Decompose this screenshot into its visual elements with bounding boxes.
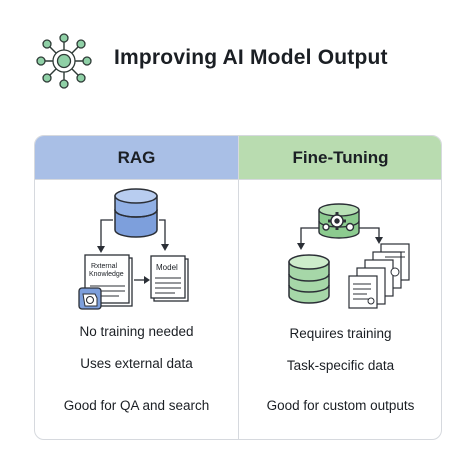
rag-heading: RAG: [35, 136, 238, 180]
fine-tuning-heading: Fine-Tuning: [239, 136, 441, 180]
flow-arrows: [100, 219, 166, 250]
model-label: Model: [156, 263, 178, 272]
database-icon: [114, 188, 158, 238]
page-title: Improving AI Model Output: [114, 46, 388, 69]
search-doc-icon: [78, 287, 102, 310]
fine-tuning-illustration: [288, 203, 410, 309]
rag-feature-1: No training needed: [79, 324, 194, 339]
fine-tuning-column: Fine-Tuning: [238, 136, 441, 439]
external-knowledge-label: Rxternal: [91, 263, 118, 270]
rag-illustration: Rxternal Knowledge Model: [78, 188, 189, 310]
neural-network-icon: [36, 33, 92, 89]
training-database-icon: [288, 254, 330, 304]
model-gear-icon: [318, 203, 360, 239]
header: Improving AI Model Output: [0, 0, 474, 120]
task-documents-icon: [348, 243, 410, 309]
fine-tuning-feature-2: Task-specific data: [286, 358, 395, 373]
fine-tuning-feature-1: Requires training: [289, 326, 392, 341]
model-document-icon: Model: [150, 255, 189, 302]
rag-feature-3: Good for QA and search: [63, 398, 210, 413]
comparison-panel: RAG: [34, 135, 442, 440]
fine-tuning-feature-3: Good for custom outputs: [266, 398, 415, 413]
rag-column: RAG: [35, 136, 238, 439]
rag-feature-2: Uses external data: [80, 356, 193, 371]
external-knowledge-label-2: Knowledge: [89, 271, 124, 278]
